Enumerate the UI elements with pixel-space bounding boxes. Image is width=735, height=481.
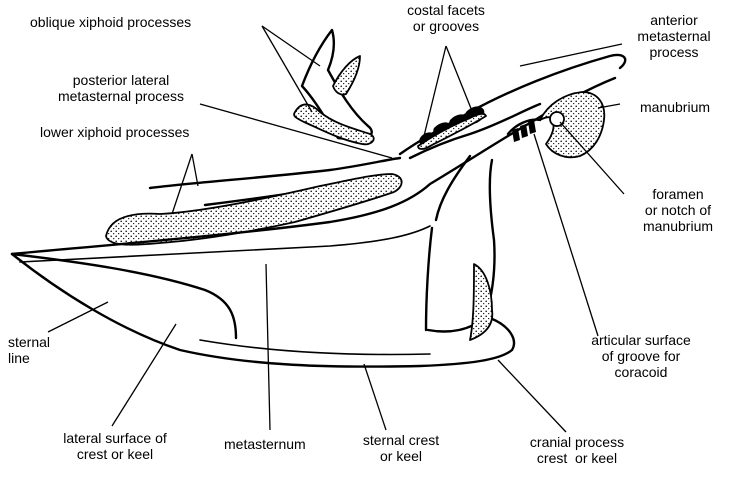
label-line: foramen — [628, 186, 728, 202]
label-line: metasternal process — [36, 88, 206, 104]
label-line: manubrium — [628, 218, 728, 234]
label-sternal-crest: sternal crest or keel — [346, 432, 456, 464]
label-line: articular surface — [576, 332, 706, 348]
label-line: costal facets — [390, 2, 502, 18]
label-line: cranial process — [512, 434, 642, 450]
label-line: sternal — [8, 334, 50, 350]
label-metasternum: metasternum — [224, 436, 306, 452]
label-cranial-process: cranial process crest or keel — [512, 434, 642, 466]
label-line: anterior — [622, 12, 726, 28]
label-line: process — [622, 44, 726, 60]
label-line: crest or keel — [40, 446, 190, 462]
label-posterior-lateral-metasternal-process: posterior lateral metasternal process — [36, 72, 206, 104]
label-line: metasternum — [224, 436, 306, 452]
label-line: or grooves — [390, 18, 502, 34]
oblique-xiphoid-processes-shape — [294, 30, 374, 144]
label-line: coracoid — [576, 364, 706, 380]
label-line: or notch of — [628, 202, 728, 218]
label-foramen-or-notch: foramen or notch of manubrium — [628, 186, 728, 234]
label-manubrium: manubrium — [640, 99, 710, 115]
keel-stipple-shape — [470, 264, 492, 340]
label-lower-xiphoid-processes: lower xiphoid processes — [40, 124, 189, 140]
label-costal-facets: costal facets or grooves — [390, 2, 502, 34]
label-line: line — [8, 350, 50, 366]
label-articular-surface: articular surface of groove for coracoid — [576, 332, 706, 380]
label-oblique-xiphoid-processes: oblique xiphoid processes — [30, 14, 191, 30]
label-line: sternal crest — [346, 432, 456, 448]
label-line: metasternal — [622, 28, 726, 44]
manubrium-shape — [508, 92, 604, 157]
label-anterior-metasternal-process: anterior metasternal process — [622, 12, 726, 60]
label-line: crest or keel — [512, 450, 642, 466]
label-line: posterior lateral — [36, 72, 206, 88]
label-line: or keel — [346, 448, 456, 464]
label-line: lower xiphoid processes — [40, 124, 189, 140]
label-line: of groove for — [576, 348, 706, 364]
label-sternal-line: sternal line — [8, 334, 50, 366]
label-line: manubrium — [640, 99, 710, 115]
label-lateral-surface: lateral surface of crest or keel — [40, 430, 190, 462]
label-line: oblique xiphoid processes — [30, 14, 191, 30]
label-line: lateral surface of — [40, 430, 190, 446]
